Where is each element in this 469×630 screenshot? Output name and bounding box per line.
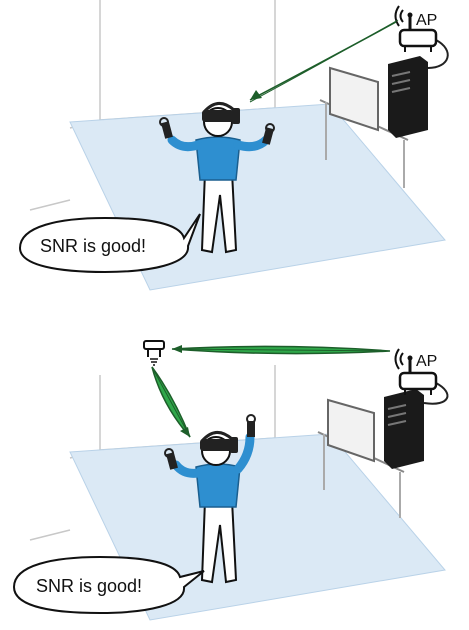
scene-relay-link: AP — [0, 315, 469, 630]
speech-text: SNR is good! — [40, 236, 146, 256]
ap-router-icon — [394, 348, 438, 395]
speech-bubble: SNR is good! — [12, 555, 205, 615]
monitor — [327, 398, 375, 463]
desk — [317, 398, 405, 518]
computer-tower-icon — [384, 389, 424, 469]
speech-text: SNR is good! — [36, 576, 142, 596]
beam-ap-to-relay — [171, 345, 391, 355]
left-controller — [164, 448, 178, 470]
vr-headset-icon — [200, 431, 238, 453]
ap-router-icon — [394, 5, 438, 52]
vr-user — [164, 414, 256, 584]
scene-relay-illustration: AP — [12, 340, 449, 621]
vr-headset-icon — [202, 102, 240, 124]
scene-direct-illustration: AP — [18, 0, 449, 291]
speech-bubble: SNR is good! — [18, 213, 201, 274]
left-controller — [159, 117, 173, 139]
right-controller — [246, 414, 256, 437]
vr-user — [159, 102, 275, 254]
ap-label: AP — [416, 12, 437, 29]
beam-relay-to-user — [151, 366, 191, 438]
ap-label: AP — [416, 353, 437, 370]
monitor — [329, 66, 379, 132]
beam-ap-to-user — [249, 19, 399, 103]
computer-tower-icon — [388, 56, 428, 138]
scene-direct-link: AP — [18, 0, 449, 291]
relay-icon — [143, 340, 165, 366]
right-controller — [262, 123, 275, 145]
